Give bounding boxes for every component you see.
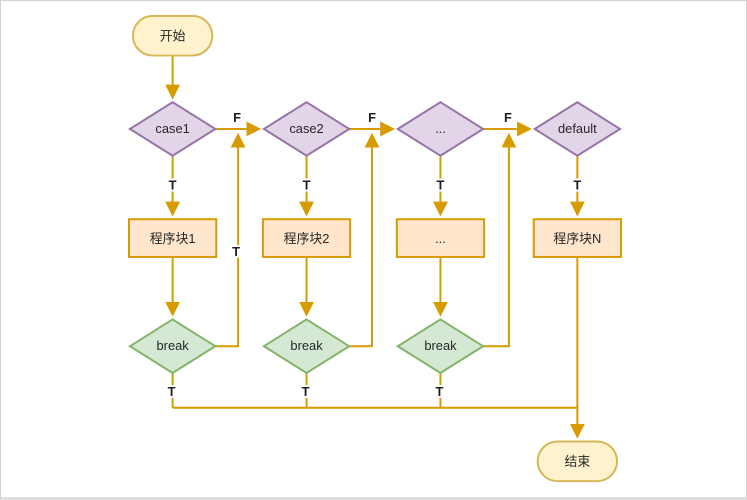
case-more-label: ... <box>435 121 446 136</box>
label-default-true: T <box>573 177 581 192</box>
label-casemore-true: T <box>437 177 445 192</box>
end-label: 结束 <box>564 454 590 469</box>
block1-label: 程序块1 <box>150 231 196 246</box>
edge-lines <box>165 55 585 439</box>
edge-break3-up <box>483 132 517 348</box>
label-break1-true: T <box>168 384 176 399</box>
start-node <box>131 14 214 57</box>
label-case1-true: T <box>169 177 177 192</box>
blockn-label: 程序块N <box>553 231 601 246</box>
block1-process <box>127 218 218 258</box>
block2-label: 程序块2 <box>284 231 330 246</box>
end-node <box>536 440 619 483</box>
default-label: default <box>558 121 597 136</box>
edge-break1-up <box>215 132 246 348</box>
default-decision <box>532 101 622 157</box>
break2-label: break <box>290 338 323 353</box>
break2-decision <box>262 318 352 375</box>
case1-decision <box>128 101 218 157</box>
break1-label: break <box>157 338 190 353</box>
label-break3-true: T <box>436 384 444 399</box>
case1-label: case1 <box>155 121 189 136</box>
edge-labels: F F F T T T T T T T T <box>166 108 584 401</box>
blockn-process <box>532 218 622 258</box>
edge-break2-up <box>349 132 380 348</box>
break1-decision <box>128 318 218 375</box>
block2-process <box>261 218 352 258</box>
nodes: 开始 case1 case2 ... default 程序块1 程序块2 ...… <box>127 14 622 483</box>
label-casemore-false: F <box>504 110 512 125</box>
label-case2-false: F <box>368 110 376 125</box>
case2-decision <box>262 101 352 157</box>
block-more-process <box>395 218 486 258</box>
label-case1-false: F <box>233 110 241 125</box>
break3-decision <box>395 318 485 375</box>
label-break2-true: T <box>302 384 310 399</box>
block-more-label: ... <box>435 231 446 246</box>
case-more-decision <box>395 101 485 157</box>
break3-label: break <box>424 338 457 353</box>
start-label: 开始 <box>160 29 186 44</box>
case2-label: case2 <box>289 121 323 136</box>
label-case2-true: T <box>303 177 311 192</box>
label-break1-up: T <box>232 244 240 259</box>
